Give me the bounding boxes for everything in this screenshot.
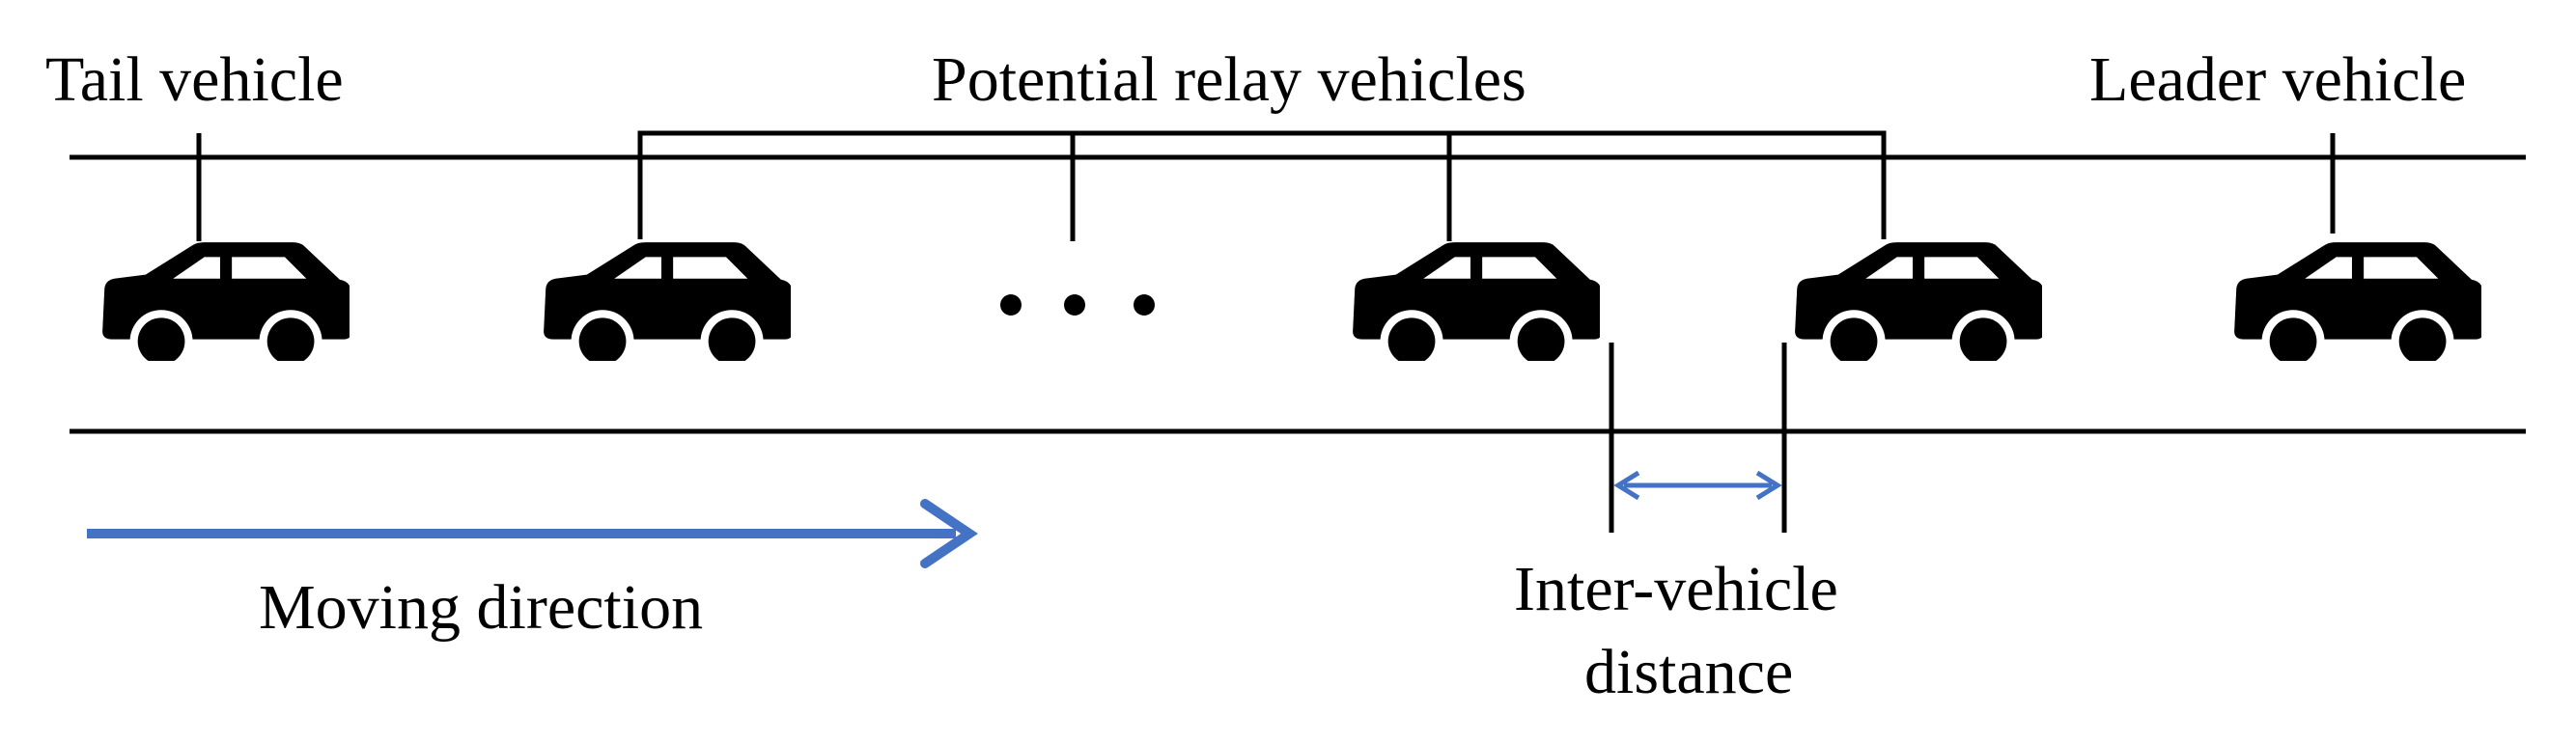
label-pointers bbox=[196, 130, 2336, 241]
tail-vehicle-car-icon bbox=[102, 242, 350, 361]
distance-marker bbox=[1609, 343, 1787, 533]
moving-direction-label: Moving direction bbox=[259, 572, 703, 643]
leader-vehicle-car-icon bbox=[2234, 242, 2481, 361]
tail-vehicle-label: Tail vehicle bbox=[45, 44, 344, 115]
relay-vehicle-car-icon-1 bbox=[544, 242, 791, 361]
relay-vehicle-car-icon-2 bbox=[1353, 242, 1600, 361]
relay-vehicle-car-icon-3 bbox=[1795, 242, 2042, 361]
ellipsis-dots bbox=[1000, 294, 1155, 316]
inter-vehicle-label: Inter-vehicle bbox=[1514, 554, 1838, 624]
moving-direction-arrow-icon bbox=[87, 499, 978, 568]
relay-vehicles-label: Potential relay vehicles bbox=[932, 44, 1526, 115]
distance-label: distance bbox=[1584, 637, 1793, 707]
leader-vehicle-label: Leader vehicle bbox=[2089, 44, 2466, 115]
